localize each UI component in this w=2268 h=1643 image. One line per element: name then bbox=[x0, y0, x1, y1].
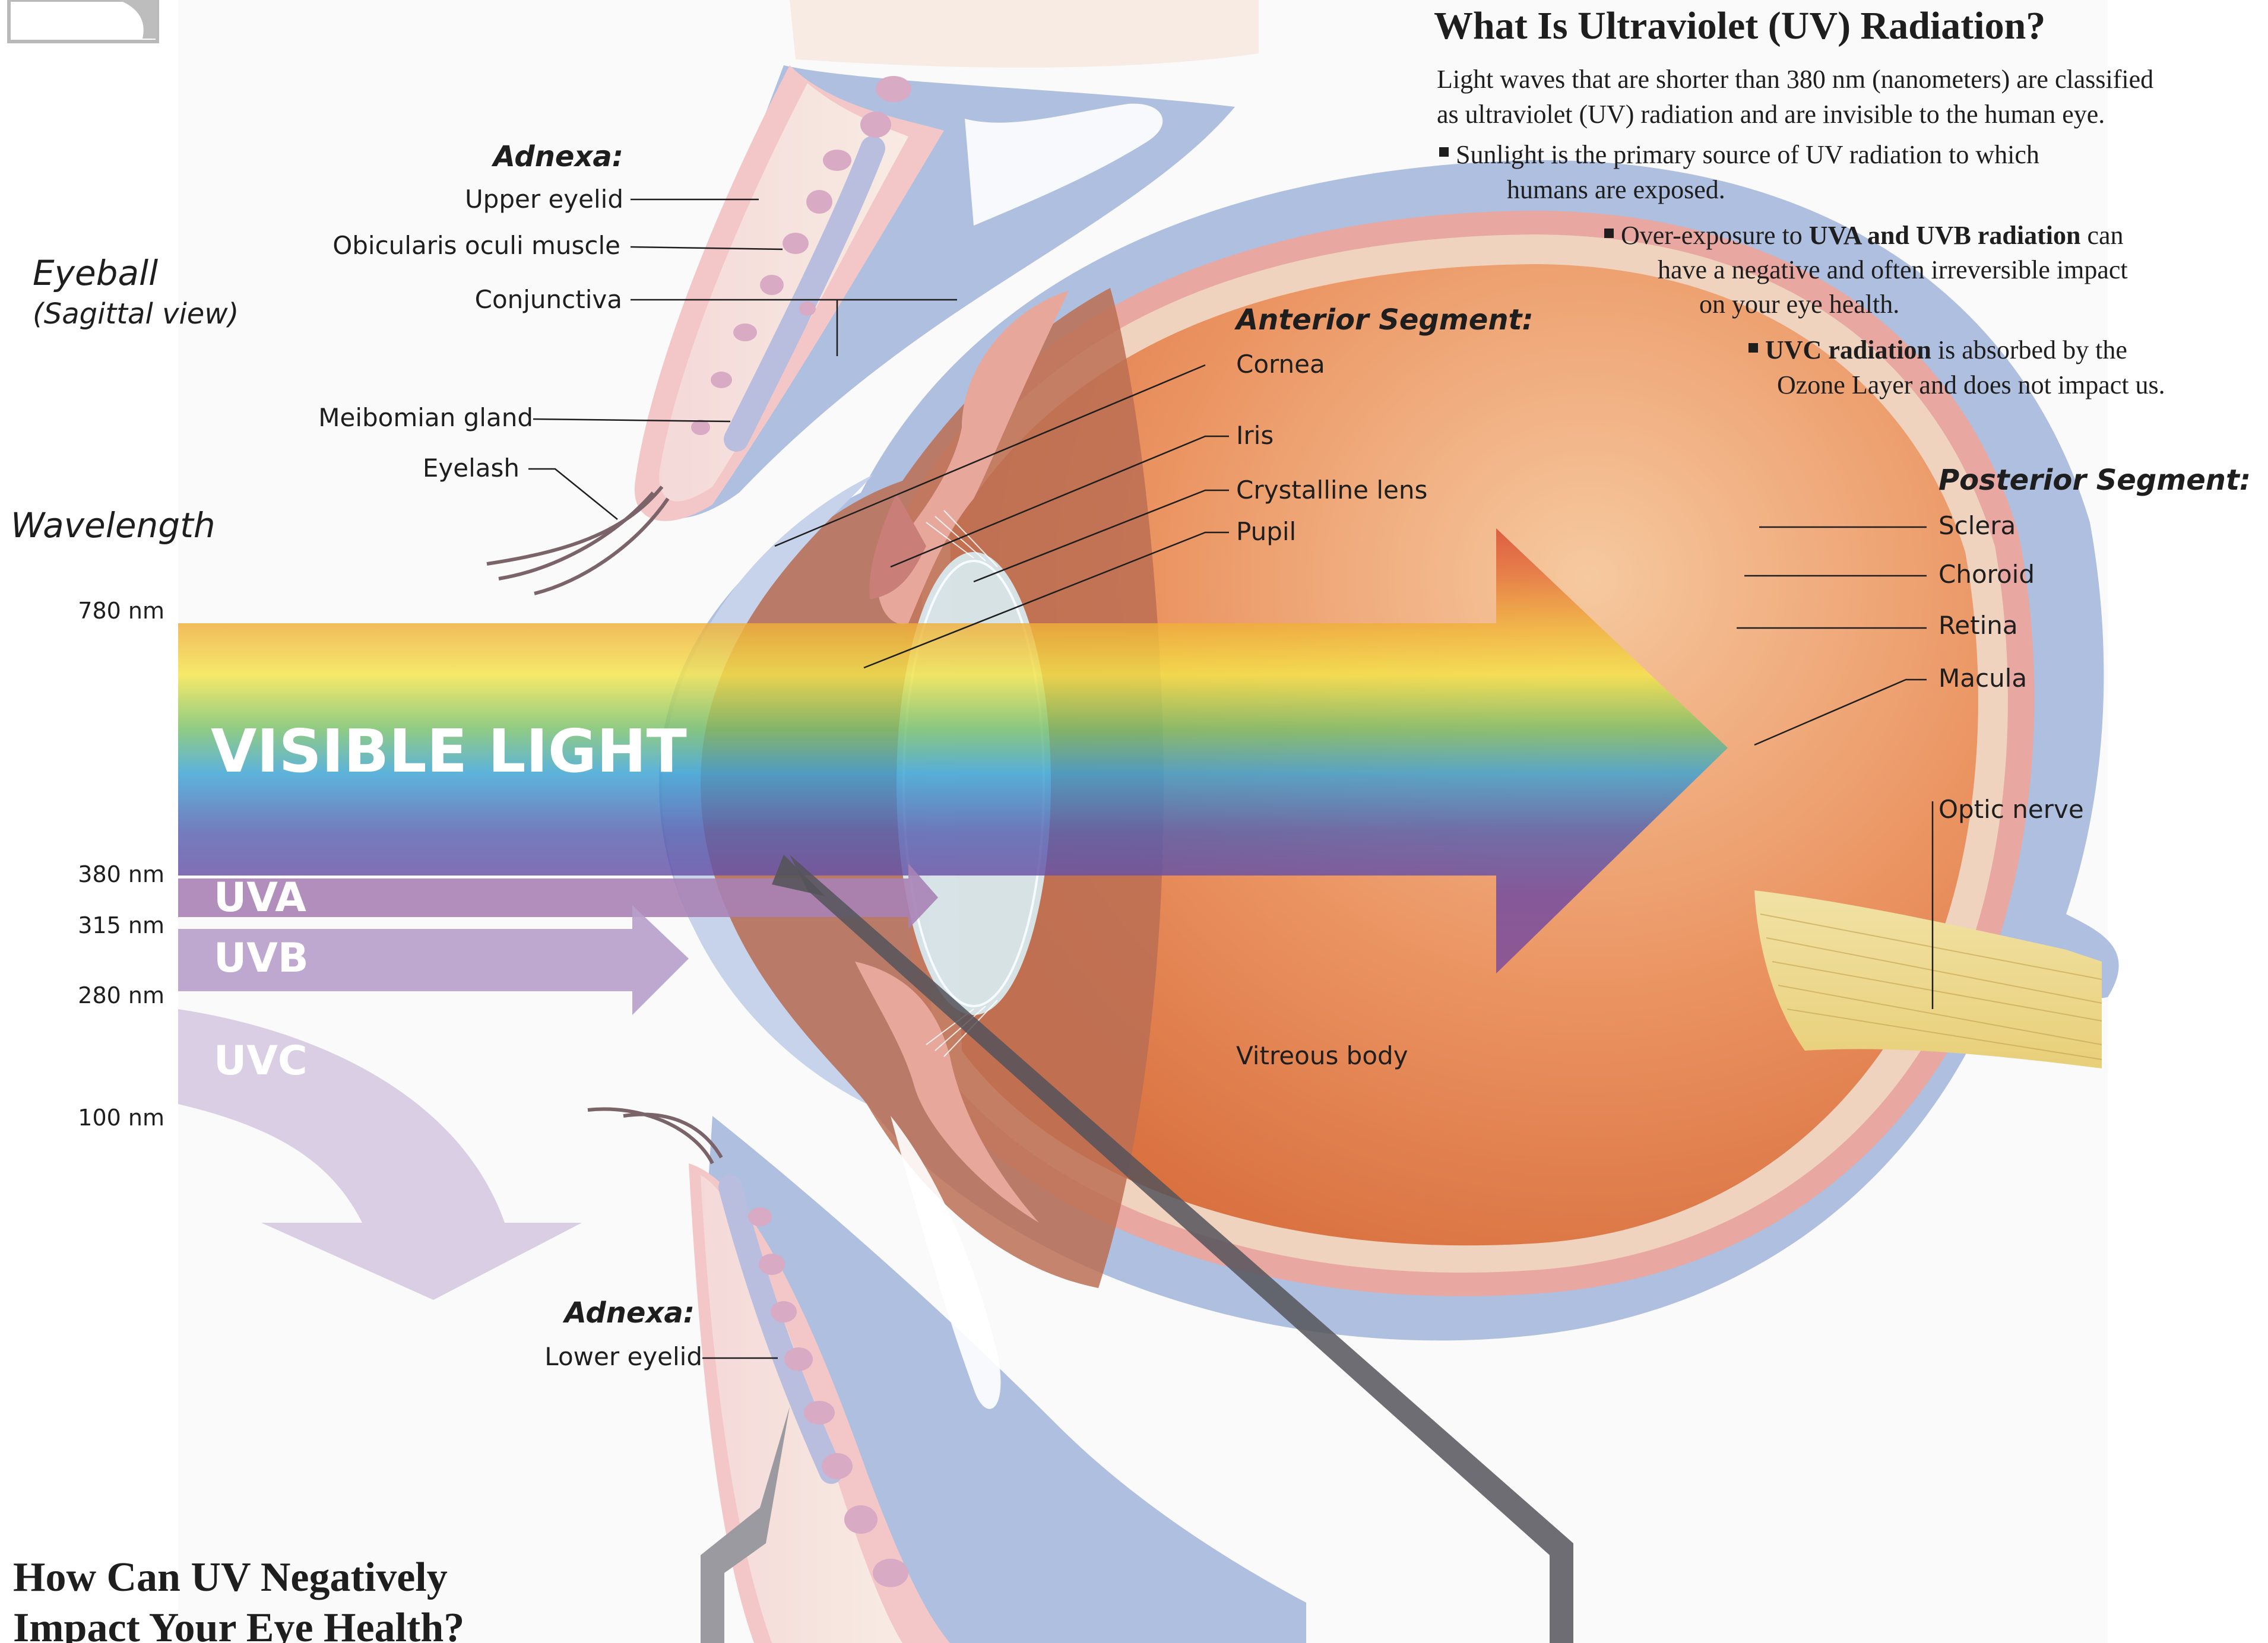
label-retina: Retina bbox=[1938, 611, 2018, 640]
label-lower-eyelid: Lower eyelid bbox=[544, 1342, 702, 1371]
wavelength-title: Wavelength bbox=[11, 505, 216, 545]
info-bullet2-line1: Over-exposure to UVA and UVB radiation c… bbox=[1621, 221, 2124, 250]
label-pupil: Pupil bbox=[1236, 517, 1296, 546]
label-orbicularis: Obicularis oculi muscle bbox=[332, 231, 620, 260]
label-sclera: Sclera bbox=[1938, 511, 2016, 540]
bullet-square-3 bbox=[1748, 343, 1758, 353]
info-bullet3-line1: UVC radiation is absorbed by the bbox=[1765, 335, 2127, 364]
wavelength-100: 100 nm bbox=[78, 1105, 164, 1131]
info-bullet2-pre: Over-exposure to bbox=[1621, 221, 1809, 250]
anterior-heading: Anterior Segment: bbox=[1234, 303, 1534, 337]
label-cornea: Cornea bbox=[1236, 350, 1325, 379]
corner-tab-fill bbox=[119, 0, 157, 39]
label-optic-nerve: Optic nerve bbox=[1938, 795, 2084, 824]
uvc-label: UVC bbox=[214, 1038, 308, 1084]
info-bullet3-post: is absorbed by the bbox=[1931, 335, 2127, 364]
info-bullet1-line1: Sunlight is the primary source of UV rad… bbox=[1456, 140, 2039, 169]
uva-label: UVA bbox=[214, 874, 306, 921]
info-bullet2-post: can bbox=[2080, 221, 2123, 250]
eyeball-subtitle: (Sagittal view) bbox=[33, 297, 239, 331]
label-crystalline-lens: Crystalline lens bbox=[1236, 475, 1427, 505]
label-eyelash: Eyelash bbox=[423, 453, 520, 483]
wavelength-780: 780 nm bbox=[78, 598, 164, 624]
eyeball-title: Eyeball bbox=[33, 253, 158, 293]
info-bullet1-line2: humans are exposed. bbox=[1507, 175, 1725, 204]
bullet-square-1 bbox=[1439, 147, 1449, 157]
uvb-label: UVB bbox=[214, 935, 309, 982]
bottom-title-line2: Impact Your Eye Health? bbox=[13, 1605, 464, 1643]
label-choroid: Choroid bbox=[1938, 560, 2035, 589]
info-intro-line1: Light waves that are shorter than 380 nm… bbox=[1437, 65, 2153, 94]
posterior-heading: Posterior Segment: bbox=[1938, 464, 2251, 497]
info-intro-line2: as ultraviolet (UV) radiation and are in… bbox=[1437, 100, 2105, 129]
info-bullet2-bold: UVA and UVB radiation bbox=[1809, 221, 2081, 250]
wavelength-380: 380 nm bbox=[78, 861, 164, 887]
adnexa-lower-heading: Adnexa: bbox=[562, 1296, 695, 1330]
label-conjunctiva: Conjunctiva bbox=[475, 285, 622, 314]
wavelength-280: 280 nm bbox=[78, 982, 164, 1008]
info-bullet2-line3: on your eye health. bbox=[1699, 290, 1899, 319]
adnexa-upper-heading: Adnexa: bbox=[491, 140, 623, 173]
label-upper-eyelid: Upper eyelid bbox=[465, 185, 623, 214]
label-vitreous-body: Vitreous body bbox=[1236, 1041, 1408, 1070]
info-bullet3-line2: Ozone Layer and does not impact us. bbox=[1777, 370, 2165, 399]
visible-light-label: VISIBLE LIGHT bbox=[211, 716, 687, 786]
label-macula: Macula bbox=[1938, 664, 2027, 693]
info-title: What Is Ultraviolet (UV) Radiation? bbox=[1434, 4, 2045, 47]
label-meibomian: Meibomian gland bbox=[318, 403, 533, 432]
info-bullet2-line2: have a negative and often irreversible i… bbox=[1658, 255, 2128, 284]
bottom-title-line1: How Can UV Negatively bbox=[13, 1555, 448, 1600]
bullet-square-2 bbox=[1604, 229, 1614, 238]
wavelength-315: 315 nm bbox=[78, 912, 164, 938]
info-bullet3-bold: UVC radiation bbox=[1765, 335, 1931, 364]
label-iris: Iris bbox=[1236, 421, 1274, 450]
